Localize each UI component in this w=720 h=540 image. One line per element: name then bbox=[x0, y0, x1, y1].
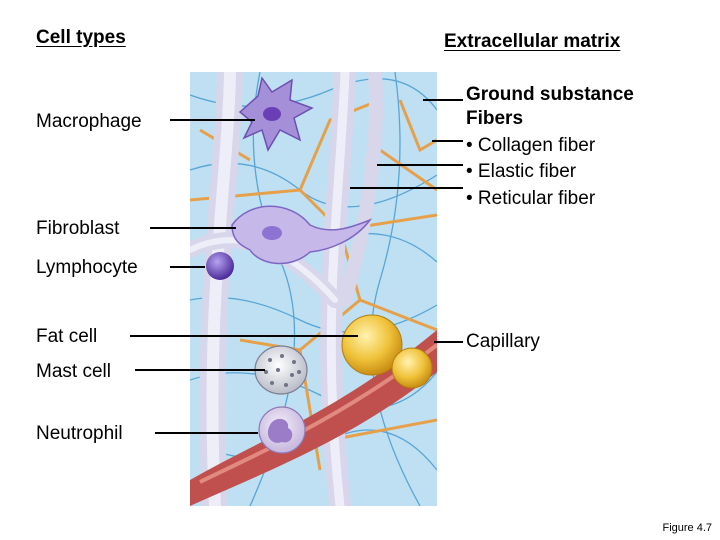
label-fibers: Fibers bbox=[466, 108, 524, 129]
label-neutrophil: Neutrophil bbox=[36, 423, 123, 444]
macrophage-cell bbox=[238, 76, 314, 152]
matrix-leaders bbox=[350, 99, 463, 343]
extracellular-matrix-heading: Extracellular matrix bbox=[444, 31, 621, 52]
label-reticular-fiber: • Reticular fiber bbox=[466, 188, 596, 209]
mast-cell bbox=[254, 345, 308, 395]
label-macrophage: Macrophage bbox=[36, 111, 142, 132]
figure-caption: Figure 4.7 bbox=[662, 522, 712, 534]
lymphocyte-cell bbox=[206, 252, 234, 280]
label-elastic-fiber: • Elastic fiber bbox=[466, 161, 577, 182]
label-fibroblast: Fibroblast bbox=[36, 218, 120, 239]
label-capillary: Capillary bbox=[466, 331, 540, 352]
label-mast-cell: Mast cell bbox=[36, 361, 111, 382]
fibroblast-cell bbox=[231, 205, 373, 265]
label-lymphocyte: Lymphocyte bbox=[36, 257, 138, 278]
label-collagen-fiber: • Collagen fiber bbox=[466, 135, 596, 156]
neutrophil-cell bbox=[258, 406, 306, 454]
label-fat-cell: Fat cell bbox=[36, 326, 98, 347]
label-ground-substance: Ground substance bbox=[466, 84, 634, 105]
fat-cells bbox=[341, 314, 433, 389]
cell-types-heading: Cell types bbox=[36, 27, 126, 48]
tissue-panel bbox=[190, 72, 437, 506]
cell-type-leaders bbox=[130, 119, 358, 434]
